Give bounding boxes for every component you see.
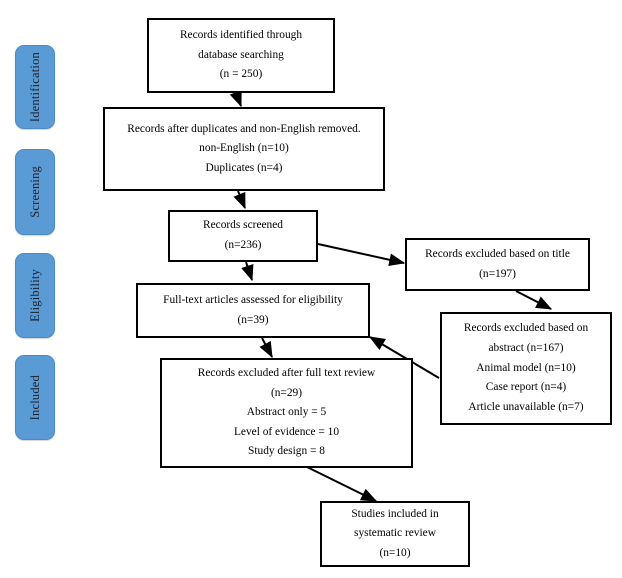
box-after-duplicates-removed: Records after duplicates and non-English… <box>103 107 385 191</box>
box-line: systematic review <box>354 527 436 540</box>
box-line: non-English (n=10) <box>199 142 289 155</box>
box-line: (n=29) <box>270 386 303 399</box>
arrow-screened-to-fulltext <box>241 261 254 282</box>
arrow-screened-to-excluded-title <box>317 243 406 267</box>
box-studies-included: Studies included in systematic review (n… <box>320 501 470 567</box>
box-excluded-by-title: Records excluded based on title (n=197) <box>405 238 590 291</box>
box-line: Records excluded based on title <box>425 247 570 260</box>
stage-label: Identification <box>27 51 42 123</box>
arrow-excluded-title-to-excluded-abstract <box>515 290 553 310</box>
stage-label: Included <box>27 374 42 421</box>
box-line: (n=10) <box>379 546 411 559</box>
box-records-identified: Records identified through database sear… <box>147 18 335 93</box>
box-line: Abstract only = 5 <box>246 406 327 419</box>
box-line: Studies included in <box>351 507 439 520</box>
box-excluded-by-abstract: Records excluded based on abstract (n=16… <box>440 312 612 425</box>
stage-label: Eligibility <box>27 269 42 322</box>
box-line: Full-text articles assessed for eligibil… <box>163 293 343 306</box>
stage-label: Screening <box>27 166 42 218</box>
box-line: (n=39) <box>237 313 269 326</box>
box-line: Duplicates (n=4) <box>205 161 283 174</box>
arrow-duplicates-to-screened <box>233 190 246 210</box>
box-line: Animal model (n=10) <box>476 361 576 374</box>
box-line: (n = 250) <box>219 68 263 81</box>
box-line: (n=236) <box>224 239 262 251</box>
box-line: Level of evidence = 10 <box>233 425 340 438</box>
box-line: database searching <box>198 48 284 61</box>
box-line: Records excluded based on <box>463 322 589 335</box>
arrow-identified-to-duplicates <box>229 89 242 108</box>
stage-identification: Identification <box>15 45 55 129</box>
box-records-screened: Records screened (n=236) <box>168 210 318 262</box>
box-fulltext-assessed: Full-text articles assessed for eligibil… <box>136 283 370 338</box>
arrow-to-studies-included <box>304 465 378 502</box>
box-line: Records screened <box>202 219 283 232</box>
box-line: Case report (n=4) <box>485 381 567 394</box>
arrow-fulltext-to-excluded-fulltext <box>259 337 273 359</box>
box-line: Article unavailable (n=7) <box>468 400 584 413</box>
box-line: Records after duplicates and non-English… <box>127 122 361 135</box>
stage-included: Included <box>15 355 55 440</box>
box-excluded-after-fulltext: Records excluded after full text review … <box>160 358 413 468</box>
stage-screening: Screening <box>15 149 55 235</box>
box-line: Study design = 8 <box>248 445 325 458</box>
box-line: (n=197) <box>479 267 516 280</box>
box-line: Records excluded after full text review <box>197 366 376 379</box>
box-line: Records identified through <box>179 29 303 42</box>
box-line: abstract (n=167) <box>488 342 564 355</box>
stage-eligibility: Eligibility <box>15 253 55 338</box>
